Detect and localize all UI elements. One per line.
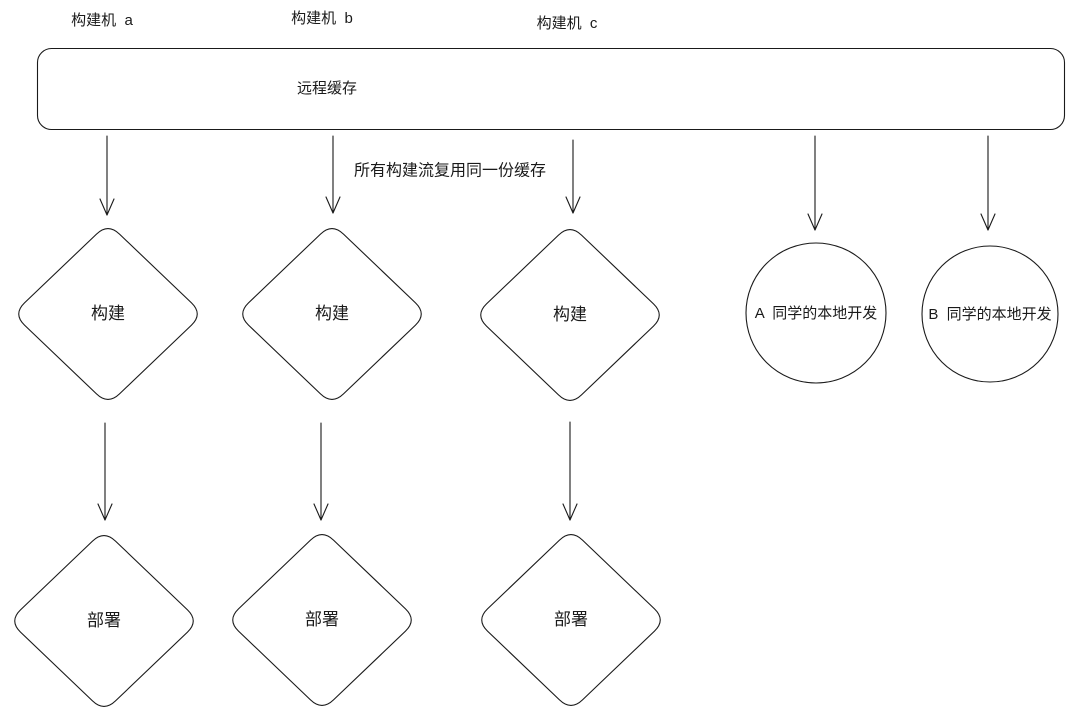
arrow-cache-to-build-3 xyxy=(565,139,581,214)
build-node-shape-2 xyxy=(242,228,422,400)
build-node-shape-1 xyxy=(18,228,198,400)
build-node-label-3: 构建 xyxy=(553,304,587,324)
deploy-node-shape-1 xyxy=(14,535,194,707)
shape-layer xyxy=(14,47,1066,707)
build-node-shape-3 xyxy=(480,229,660,401)
arrow-build-to-deploy-3 xyxy=(562,421,578,521)
deploy-node-shape-2 xyxy=(232,534,412,706)
machine-label-b: 构建机 b xyxy=(291,10,353,27)
arrow-cache-to-dev-b xyxy=(980,135,996,231)
arrow-build-to-deploy-1 xyxy=(97,422,113,521)
arrow-cache-to-build-2 xyxy=(325,135,341,214)
build-node-label-2: 构建 xyxy=(315,303,349,323)
arrow-cache-to-dev-a xyxy=(807,135,823,231)
deploy-node-label-2: 部署 xyxy=(305,609,339,629)
machine-label-a: 构建机 a xyxy=(71,12,133,29)
remote-cache-label: 远程缓存 xyxy=(296,80,358,97)
remote-cache-box xyxy=(36,47,1066,131)
dev-node-shape-a xyxy=(745,242,887,384)
dev-node-label-a: A 同学的本地开发 xyxy=(754,305,878,322)
machine-label-c: 构建机 c xyxy=(536,15,598,32)
dev-node-shape-b xyxy=(921,245,1059,383)
deploy-node-label-1: 部署 xyxy=(87,610,121,630)
cache-reuse-annotation: 所有构建流复用同一份缓存 xyxy=(353,162,547,180)
build-node-label-1: 构建 xyxy=(91,303,125,323)
arrow-build-to-deploy-2 xyxy=(313,422,329,521)
deploy-node-shape-3 xyxy=(481,534,661,706)
arrow-cache-to-build-1 xyxy=(99,135,115,216)
dev-node-label-b: B 同学的本地开发 xyxy=(928,306,1052,323)
deploy-node-label-3: 部署 xyxy=(554,609,588,629)
